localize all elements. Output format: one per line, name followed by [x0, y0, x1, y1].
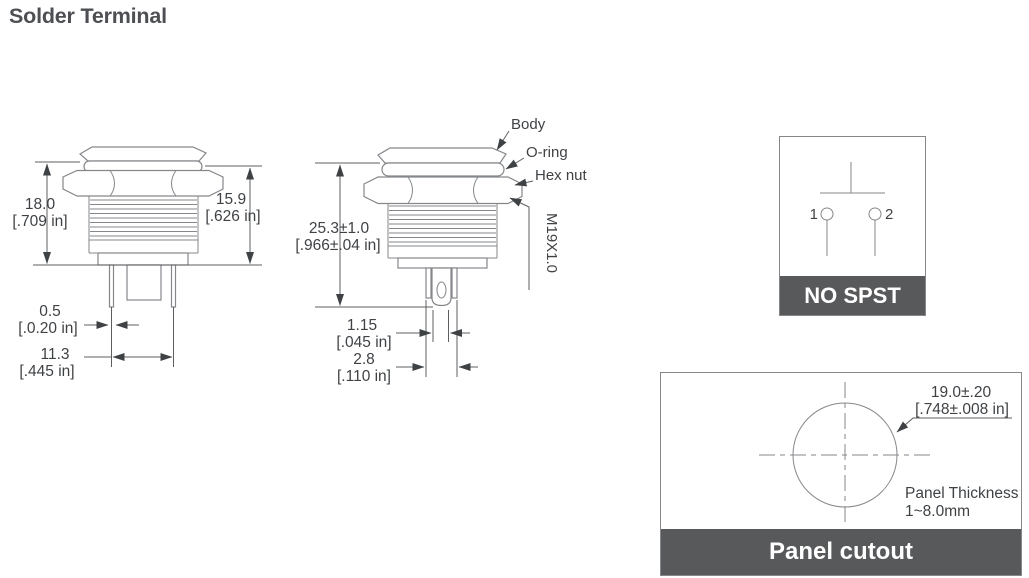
label-thread-spec: M19X1.0 [543, 213, 560, 273]
contact-1 [820, 207, 834, 221]
dim-pin-dia-mm: 0.5 [39, 303, 61, 320]
dim-term-w-in: [.110 in] [337, 368, 391, 385]
base-plate [397, 257, 488, 269]
dim-term-w-mm: 2.8 [353, 351, 375, 368]
dim-hole-w-mm: 1.15 [347, 317, 377, 334]
button-cap-shape [78, 146, 207, 162]
leader-oring [505, 157, 525, 170]
dim-hole-w-in: [.045 in] [336, 334, 391, 351]
cutout-circle [792, 402, 898, 508]
hex-nut-facets [407, 176, 479, 204]
pin-left [108, 264, 115, 308]
dim-pin-pitch-mm: 11.3 [40, 346, 69, 363]
dim-height-in: [.709 in] [12, 213, 67, 230]
dim-total-len-mm: 25.3±1.0 [309, 220, 370, 237]
dim-pin-dia-in: [.0.20 in] [18, 320, 77, 337]
terminal-prong-left [425, 267, 432, 299]
side-view-drawing: 18.0 [.709 in] 15.9 [.626 in] 0.5 [.0.20… [12, 146, 262, 380]
leader-thread-spec [509, 197, 530, 290]
thread-lines [89, 199, 198, 241]
thread-lines [388, 205, 497, 247]
terminal-prong-right [451, 267, 458, 299]
dim-pin-pitch-in: [.445 in] [19, 363, 74, 380]
circuit-diagram-box: 1 2 NO SPST [779, 136, 926, 316]
contact-2-number: 2 [885, 206, 893, 223]
dim-height-mm: 18.0 [25, 196, 56, 213]
pin-right [170, 264, 177, 308]
leader-hexnut [514, 178, 534, 187]
hex-nut-facets [109, 170, 177, 197]
panel-cutout-caption: Panel cutout [661, 529, 1021, 575]
label-hexnut: Hex nut [535, 167, 588, 184]
leader-body [496, 130, 510, 151]
dim-total-len-in: [.966±.04 in] [295, 237, 380, 254]
label-body: Body [511, 116, 546, 133]
threaded-body-sides [387, 203, 498, 258]
dim-diameter-in: [.748±.008 in] [915, 401, 1009, 418]
contact-2 [868, 207, 882, 221]
page-title: Solder Terminal [9, 4, 167, 28]
dim-thread-len-in: [.626 in] [205, 208, 260, 225]
spst-circuit-svg: 1 2 [810, 162, 893, 256]
front-view-drawing: 25.3±1.0 [.966±.04 in] 1.15 [.045 in] 2.… [295, 116, 587, 385]
o-ring-shape [381, 162, 505, 177]
panel-thickness-value: 1~8.0mm [905, 503, 970, 520]
solder-terminal-hole [436, 281, 447, 299]
panel-cutout-box: 19.0±.20 [.748±.008 in] Panel Thickness:… [660, 372, 1022, 576]
no-spst-caption: NO SPST [780, 276, 925, 315]
threaded-body-sides [88, 196, 199, 253]
contact-1-number: 1 [810, 206, 818, 223]
button-cap-shape [377, 147, 507, 164]
base-plate [97, 252, 189, 266]
label-oring: O-ring [526, 144, 568, 161]
panel-cutout-svg: 19.0±.20 [.748±.008 in] Panel Thickness:… [759, 382, 1020, 524]
leader-diameter [896, 417, 1012, 433]
dim-thread-len-mm: 15.9 [216, 191, 246, 208]
dim-diameter-mm: 19.0±.20 [931, 384, 992, 401]
hex-nut-shape [363, 176, 523, 205]
solder-terminal-blade [431, 267, 452, 307]
hex-nut-shape [62, 169, 224, 197]
switch-housing [126, 264, 162, 301]
panel-thickness-label: Panel Thickness: [905, 485, 1020, 502]
